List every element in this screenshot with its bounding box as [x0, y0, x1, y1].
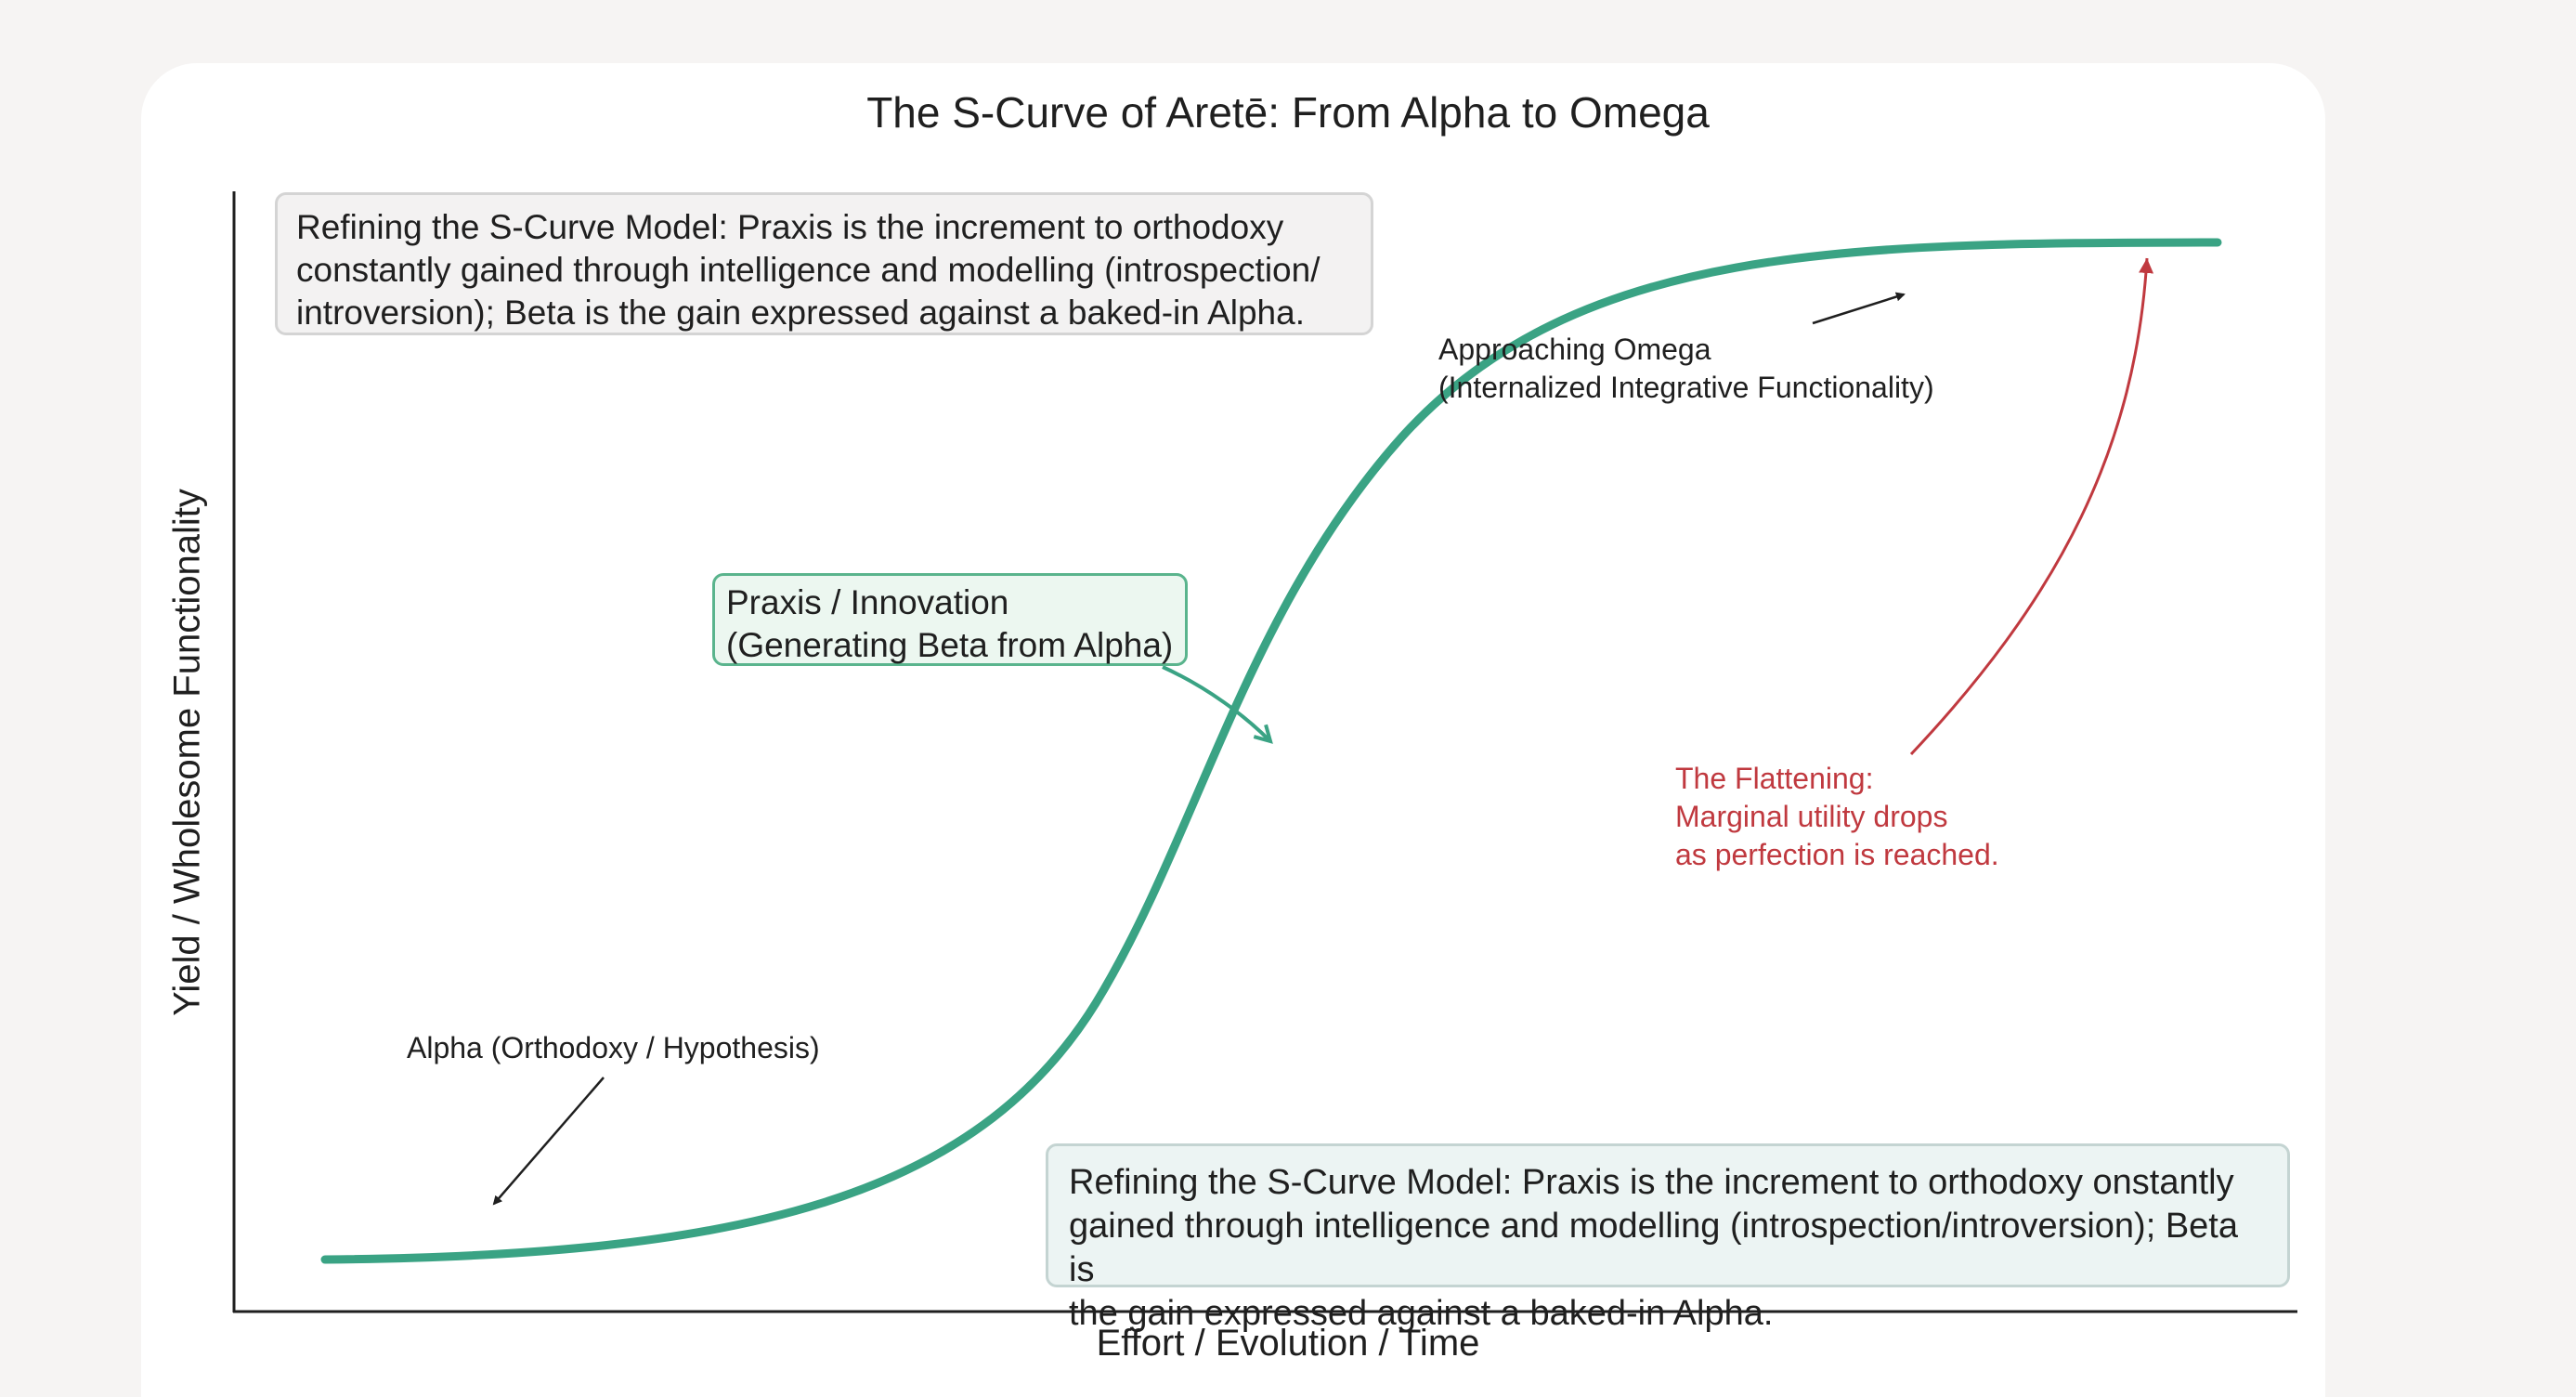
top-note-line: Refining the S-Curve Model: Praxis is th… — [296, 208, 1284, 246]
top-note-line: constantly gained through intelligence a… — [296, 250, 1321, 289]
praxis-innovation-box: Praxis / Innovation (Generating Beta fro… — [712, 573, 1188, 666]
omega-line: Approaching Omega — [1438, 333, 1711, 366]
praxis-line: (Generating Beta from Alpha) — [726, 625, 1174, 664]
flattening-label: The Flattening: Marginal utility drops a… — [1675, 760, 1999, 874]
x-axis-label: Effort / Evolution / Time — [1096, 1323, 1480, 1364]
praxis-arrow — [1162, 665, 1270, 741]
bottom-note-line: gained through intelligence and modellin… — [1069, 1207, 2238, 1290]
approaching-omega-label: Approaching Omega (Internalized Integrat… — [1438, 331, 1934, 407]
flattening-line: Marginal utility drops — [1675, 799, 1948, 833]
alpha-arrow — [492, 1077, 605, 1206]
flattening-line: The Flattening: — [1675, 762, 1874, 795]
flattening-arrow — [1909, 257, 2154, 756]
y-axis-label: Yield / Wholesome Functionality — [166, 489, 208, 1016]
praxis-line: Praxis / Innovation — [726, 583, 1009, 621]
omega-line: (Internalized Integrative Functionality) — [1438, 370, 1934, 404]
chart-title: The S-Curve of Aretē: From Alpha to Omeg… — [866, 88, 1710, 137]
bottom-note-line: the gain expressed against a baked-in Al… — [1069, 1294, 1774, 1334]
alpha-label: Alpha (Orthodoxy / Hypothesis) — [407, 1031, 820, 1064]
omega-arrow — [1812, 292, 1906, 325]
flattening-line: as perfection is reached. — [1675, 837, 1999, 871]
bottom-note-line: Refining the S-Curve Model: Praxis is th… — [1069, 1163, 2234, 1202]
top-note-box: Refining the S-Curve Model: Praxis is th… — [275, 192, 1373, 335]
top-note-line: introversion); Beta is the gain expresse… — [296, 293, 1305, 332]
s-curve-line — [320, 238, 2222, 1264]
bottom-note-box: Refining the S-Curve Model: Praxis is th… — [1046, 1143, 2290, 1333]
